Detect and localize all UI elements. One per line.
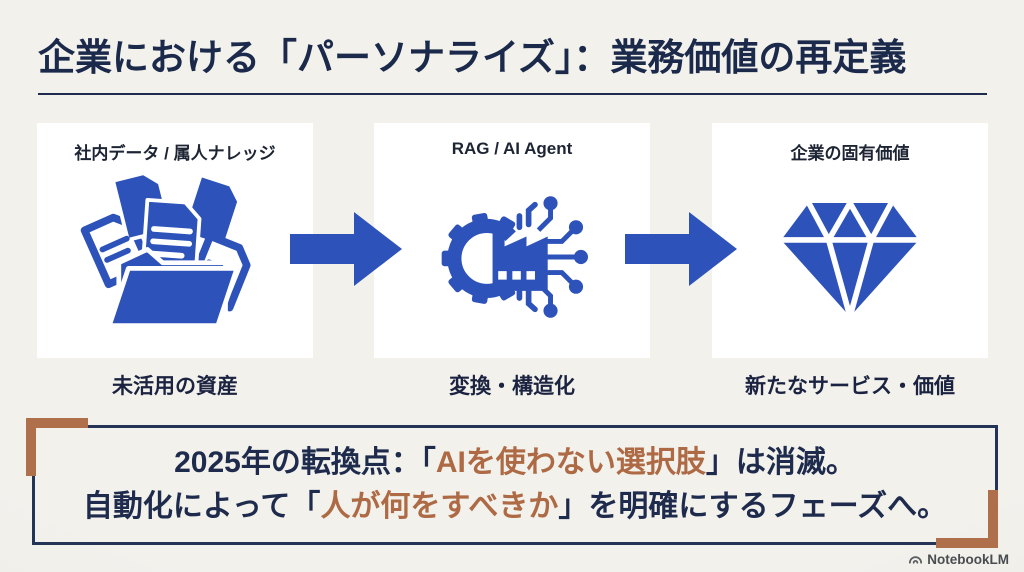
corner-bracket-top-left: [26, 418, 88, 476]
step-label: 社内データ / 属人ナレッジ: [74, 144, 276, 163]
step-box-rag-agent: RAG / AI Agent: [374, 123, 650, 358]
gear-factory-circuit-icon: [374, 167, 650, 347]
callout-line-2: 自動化によって「人が何をすべきか」を明確にするフェーズへ。: [83, 485, 947, 529]
right-arrow-icon: [290, 212, 402, 286]
callout-highlight: AIを使わない選択肢: [435, 446, 706, 479]
brand-label: NotebookLM: [927, 551, 1009, 567]
callout-text: 2025年の転換点：「: [174, 446, 436, 479]
step-caption: 変換・構造化: [449, 375, 575, 398]
diamond-icon: [712, 167, 988, 347]
title-underline: [38, 93, 987, 95]
callout-text: 」を明確にするフェーズへ。: [558, 490, 948, 523]
callout-text: 」は消滅。: [705, 446, 856, 479]
documents-folder-icon: [37, 167, 313, 347]
notebooklm-brand: NotebookLM: [908, 550, 1009, 568]
step-box-unique-value: 企業の固有価値: [712, 123, 988, 358]
callout-line-1: 2025年の転換点：「AIを使わない選択肢」は消滅。: [174, 441, 856, 485]
right-arrow-icon: [625, 212, 737, 286]
callout-text: 自動化によって「: [82, 490, 321, 523]
corner-bracket-bottom-right: [936, 490, 998, 548]
callout-box: 2025年の転換点：「AIを使わない選択肢」は消滅。 自動化によって「人が何をす…: [32, 425, 998, 545]
notebooklm-logo-icon: [908, 552, 923, 567]
step-caption: 未活用の資産: [112, 375, 238, 398]
step-label: RAG / AI Agent: [451, 139, 573, 158]
step-caption: 新たなサービス・価値: [745, 375, 955, 398]
slide-title: 企業における「パーソナライズ」：業務価値の再定義: [38, 37, 907, 78]
step-box-internal-data: 社内データ / 属人ナレッジ: [37, 123, 313, 358]
callout-highlight: 人が何をすべきか: [320, 490, 559, 523]
step-label: 企業の固有価値: [790, 144, 910, 163]
